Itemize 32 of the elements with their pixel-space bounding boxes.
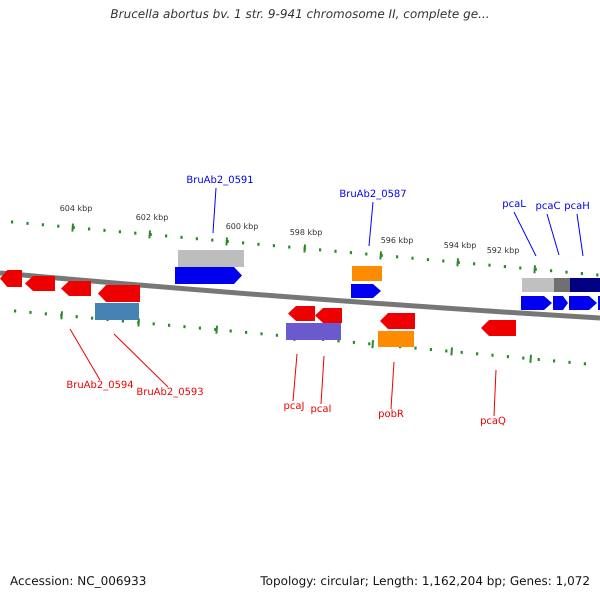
scale-label: 604 kbp bbox=[60, 204, 92, 214]
gene-label: BruAb2_0593 bbox=[136, 387, 204, 398]
gene-label: pcaL bbox=[502, 199, 526, 210]
scale-label: 594 kbp bbox=[444, 241, 476, 250]
leader-line bbox=[70, 328, 100, 380]
footer-text: Topology: circular; Length: 1,162,204 bp; Genes: 1,072 bbox=[260, 575, 590, 589]
leader-line bbox=[390, 362, 394, 410]
leader-line bbox=[368, 202, 374, 246]
gene-label: pcaI bbox=[310, 404, 332, 416]
gene-label: BruAb2_0591 bbox=[186, 175, 254, 186]
gene-label: pobR bbox=[378, 409, 404, 420]
gene-label: pcaJ bbox=[284, 401, 304, 412]
gene-label: BruAb2_0594 bbox=[66, 380, 134, 392]
gene-label: pcaQ bbox=[480, 416, 506, 428]
leader-line bbox=[292, 354, 298, 402]
gene-label: BruAb2_0587 bbox=[339, 189, 407, 200]
leader-line bbox=[546, 214, 560, 256]
scale-label: 598 kbp bbox=[290, 228, 322, 238]
scale-label: 602 kbp bbox=[136, 213, 168, 222]
leader-line bbox=[576, 214, 584, 256]
gene-label: pcaC bbox=[536, 201, 560, 212]
leader-line bbox=[212, 188, 216, 234]
footer-text: Accession: NC_006933 bbox=[10, 575, 146, 589]
leader-line bbox=[114, 334, 168, 388]
scale-label: 592 kbp bbox=[486, 246, 520, 256]
leader-line bbox=[320, 356, 324, 404]
leader-line bbox=[514, 212, 536, 256]
scale-label: 600 kbp bbox=[226, 222, 258, 232]
map-title: Brucella abortus bv. 1 str. 9-941 chromosome II, complete ge... bbox=[110, 8, 490, 22]
leader-line bbox=[494, 370, 496, 416]
scale-label: 596 kbp bbox=[380, 236, 414, 246]
gene-label: pcaH bbox=[564, 201, 590, 212]
